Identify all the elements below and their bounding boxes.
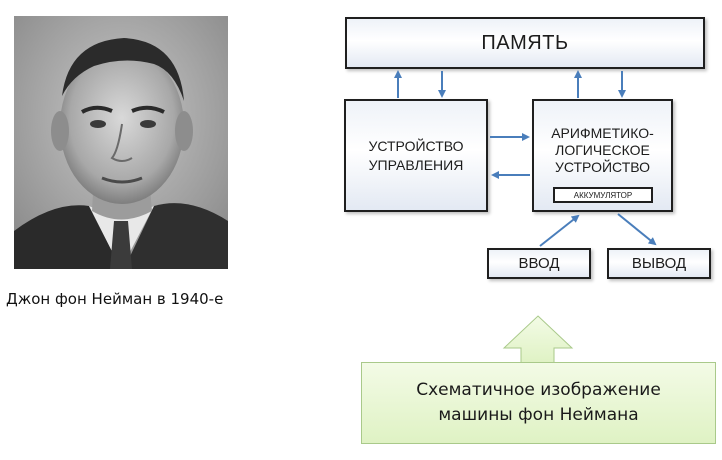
arrow-alu-to-output [617, 213, 657, 246]
callout-line2: машины фон Неймана [438, 405, 639, 425]
alu-label-line3: УСТРОЙСТВО [554, 159, 651, 175]
input-block: ВВОД [487, 248, 591, 279]
control-unit-block: УСТРОЙСТВО УПРАВЛЕНИЯ [344, 99, 488, 212]
alu-label-line1: АРИФМЕТИКО- [551, 125, 654, 141]
accumulator-label: АККУМУЛЯТОР [573, 190, 633, 200]
john-von-neumann-photo [14, 16, 228, 269]
callout-line1: Схематичное изображение [416, 380, 661, 400]
output-label: ВЫВОД [631, 255, 687, 272]
memory-label: ПАМЯТЬ [481, 31, 569, 54]
memory-block: ПАМЯТЬ [345, 17, 705, 69]
accumulator-block: АККУМУЛЯТОР [553, 187, 653, 203]
output-block: ВЫВОД [607, 248, 711, 279]
control-unit-label-line2: УПРАВЛЕНИЯ [368, 156, 464, 173]
diagram-callout: Схематичное изображение машины фон Нейма… [361, 362, 716, 444]
alu-label-line2: ЛОГИЧЕСКОЕ [555, 142, 650, 158]
arrow-input-to-alu [539, 214, 580, 247]
input-label: ВВОД [518, 255, 560, 272]
photo-caption: Джон фон Нейман в 1940-е [6, 290, 224, 308]
control-unit-label-line1: УСТРОЙСТВО [368, 137, 464, 154]
